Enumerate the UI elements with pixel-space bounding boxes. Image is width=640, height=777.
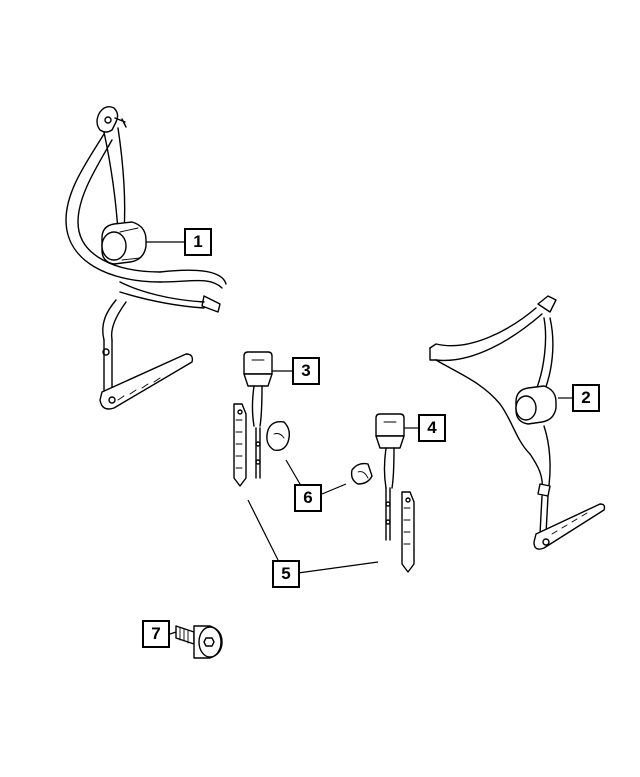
right-buckle-assembly-icon [375, 413, 405, 541]
callout-6[interactable]: 6 [294, 484, 322, 512]
left-outboard-seat-belt-retractor-icon [65, 105, 227, 410]
buckle-anchor-bracket-icon [233, 403, 415, 573]
callout-5[interactable]: 5 [272, 560, 300, 588]
callout-4[interactable]: 4 [418, 414, 446, 442]
anchor-bolt-icon [175, 625, 223, 659]
callout-2[interactable]: 2 [572, 384, 600, 412]
buckle-cover-clip-icon [266, 420, 373, 485]
left-buckle-assembly-icon [243, 351, 273, 479]
leader-lines [146, 241, 572, 635]
callout-3[interactable]: 3 [292, 357, 320, 385]
right-outboard-seat-belt-retractor-icon [429, 295, 606, 550]
callout-7[interactable]: 7 [142, 620, 170, 648]
callout-1[interactable]: 1 [184, 228, 212, 256]
